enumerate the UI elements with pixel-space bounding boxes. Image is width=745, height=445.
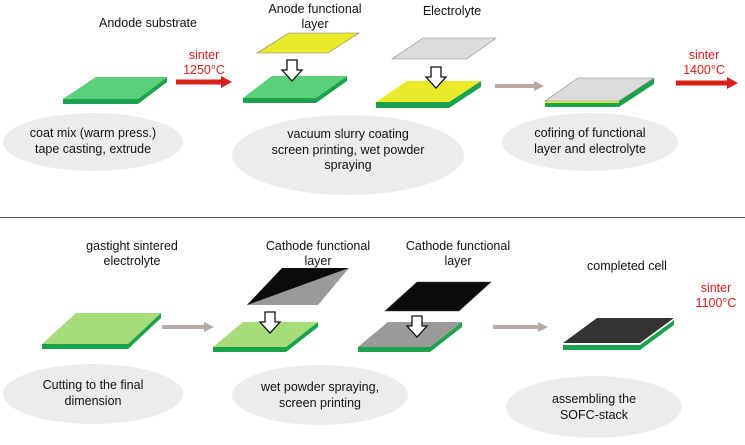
cofired-cell-top	[544, 77, 656, 102]
label-line: layer	[444, 254, 472, 268]
cofired-side-edge	[619, 78, 654, 107]
step-line: tape casting, extrude	[34, 141, 152, 156]
flow-arrow-2-shaft	[162, 325, 205, 329]
anode-functional-layer-top	[255, 32, 361, 54]
down-arrow-1	[280, 59, 304, 82]
substrate-2-top	[243, 76, 347, 98]
step-ellipse-coat-mix	[3, 113, 183, 171]
sinter-arrow-2-shaft	[676, 80, 728, 86]
electrolyte-layer-top	[391, 37, 497, 60]
label-line: gastight sintered	[86, 239, 178, 253]
gastight-electrolyte-label: gastight sintered electrolyte	[72, 239, 192, 269]
sinter-arrow-2-head	[727, 77, 738, 89]
sinter-arrow-1-shaft	[176, 79, 222, 85]
step-text-vacuum-slurry: vacuum slurry coating screen printing, w…	[232, 127, 464, 174]
step-line: screen printing, wet powder	[271, 142, 425, 157]
flow-arrow-3-head	[538, 322, 548, 332]
completed-cell-label: completed cell	[587, 259, 667, 273]
anode-functional-layer-label: Anode functional layer	[260, 2, 370, 32]
label-line: sinter	[700, 281, 732, 295]
step-line: layer and electrolyte	[534, 141, 646, 156]
step-ellipse-cutting	[3, 364, 183, 424]
flow-arrow-2-head	[204, 322, 214, 332]
step-line: spraying	[324, 158, 372, 172]
cathode-functional-layer-label-1: Cathode functional layer	[258, 239, 378, 269]
step-ellipse-vacuum-slurry	[232, 115, 464, 195]
anode-substrate-label: Andode substrate	[99, 16, 197, 30]
sinter-arrow-1-head	[221, 76, 232, 88]
label-line: sinter	[188, 48, 220, 62]
cathode-layer-1-black	[247, 268, 349, 305]
electrolyte-2-top	[213, 322, 318, 347]
step-ellipse-wet-powder	[232, 365, 408, 425]
sinter-1400-label: sinter 1400°C	[674, 48, 734, 78]
cofired-green-edge	[545, 103, 619, 107]
completed-side-edge	[640, 320, 674, 350]
step-line: cofiring of functional	[534, 126, 646, 140]
yellow-on-substrate-side-edge	[449, 81, 481, 108]
completed-green-edge	[563, 345, 640, 350]
substrate-2-side-edge	[316, 76, 347, 103]
label-line: Anode functional	[268, 2, 362, 16]
flow-arrow-3-shaft	[493, 325, 539, 329]
cathode-layer-2-top	[384, 281, 492, 312]
cofired-yellow-edge	[545, 101, 619, 103]
step-line: assembling the	[551, 392, 637, 406]
anode-substrate-side-edge	[138, 77, 167, 104]
cathode-functional-layer-label-2: Cathode functional layer	[398, 239, 518, 269]
yellow-on-substrate-front-edge	[376, 102, 449, 108]
electrolyte-2-side-edge	[286, 322, 318, 352]
flow-arrow-1-head	[534, 81, 544, 91]
anode-substrate-top	[63, 77, 167, 99]
gastight-electrolyte-top	[42, 313, 161, 344]
down-arrow-4	[405, 315, 429, 338]
anode-substrate-front-edge	[63, 99, 138, 104]
step-line: Cutting to the final	[42, 378, 144, 392]
label-line: 1400°C	[683, 63, 725, 77]
step-ellipse-cofiring	[502, 113, 678, 171]
step-line: dimension	[64, 393, 122, 408]
sinter-1100-label: sinter 1100°C	[688, 281, 744, 311]
step-text-coat-mix: coat mix (warm press.) tape casting, ext…	[3, 126, 183, 157]
step-line: wet powder spraying,	[260, 380, 380, 394]
gray-on-electrolyte-front-edge	[358, 347, 430, 352]
label-line: layer	[304, 254, 332, 268]
step-text-wet-powder: wet powder spraying, screen printing	[232, 380, 408, 411]
electrolyte-2-front-edge	[213, 347, 286, 352]
gastight-electrolyte-side-edge	[128, 313, 161, 349]
step-text-cofiring: cofiring of functional layer and electro…	[502, 126, 678, 157]
section-divider	[0, 217, 745, 218]
gastight-electrolyte-front-edge	[42, 344, 128, 349]
step-line: SOFC-stack	[559, 407, 629, 422]
substrate-2-front-edge	[243, 98, 316, 103]
gray-on-electrolyte-top	[358, 322, 462, 347]
step-line: coat mix (warm press.)	[29, 126, 157, 140]
label-line: layer	[301, 17, 329, 31]
down-arrow-2	[424, 66, 448, 89]
electrolyte-label: Electrolyte	[422, 4, 482, 18]
label-line: 1250°C	[183, 63, 225, 77]
sinter-1250-label: sinter 1250°C	[174, 48, 234, 78]
step-ellipse-assembling	[506, 376, 682, 438]
label-line: Cathode functional	[405, 239, 511, 253]
flow-arrow-1-shaft	[495, 84, 535, 88]
label-line: electrolyte	[103, 254, 161, 268]
gray-on-electrolyte-side-edge	[430, 322, 462, 352]
step-text-cutting: Cutting to the final dimension	[3, 378, 183, 409]
label-line: Cathode functional	[265, 239, 371, 253]
step-line: screen printing	[279, 395, 361, 410]
step-text-assembling: assembling the SOFC-stack	[506, 392, 682, 423]
down-arrow-3	[258, 311, 282, 334]
step-line: vacuum slurry coating	[287, 127, 409, 141]
yellow-on-substrate-top	[376, 81, 481, 102]
label-line: sinter	[688, 48, 720, 62]
completed-cell-top	[563, 318, 674, 343]
label-line: 1100°C	[695, 296, 737, 310]
